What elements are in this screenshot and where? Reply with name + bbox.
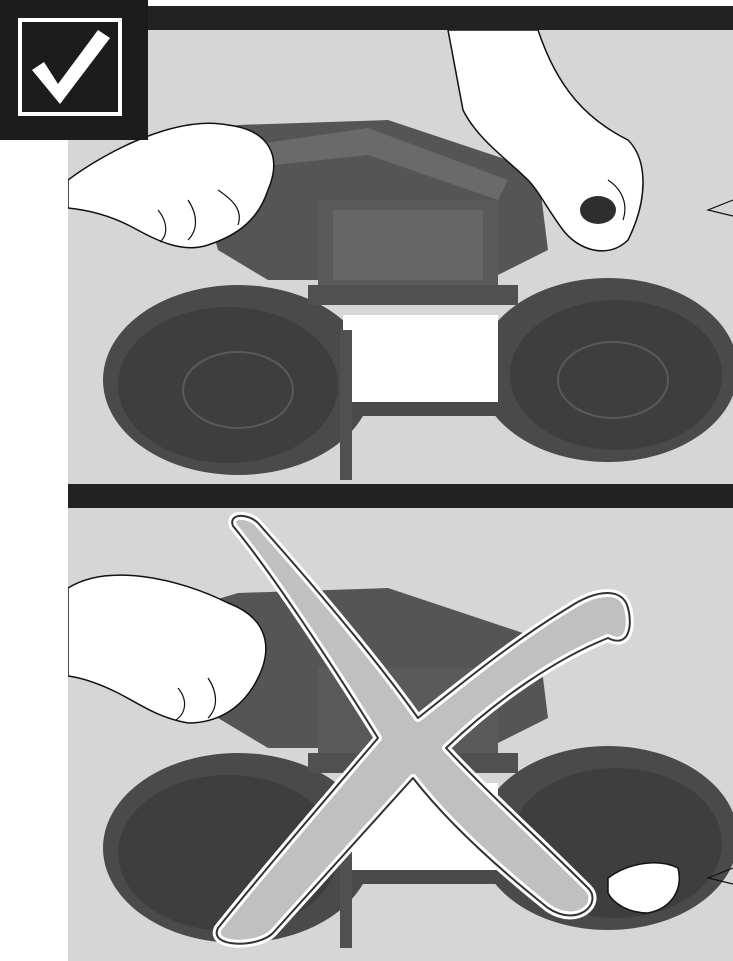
correct-checkbox: [0, 0, 148, 140]
top-illustration: [68, 30, 733, 484]
top-panel-correct: [68, 30, 733, 484]
bottom-panel-incorrect: [68, 508, 733, 961]
x-mark-icon: [68, 508, 733, 961]
checkmark-icon: [18, 18, 122, 116]
middle-divider-bar: [70, 484, 733, 508]
